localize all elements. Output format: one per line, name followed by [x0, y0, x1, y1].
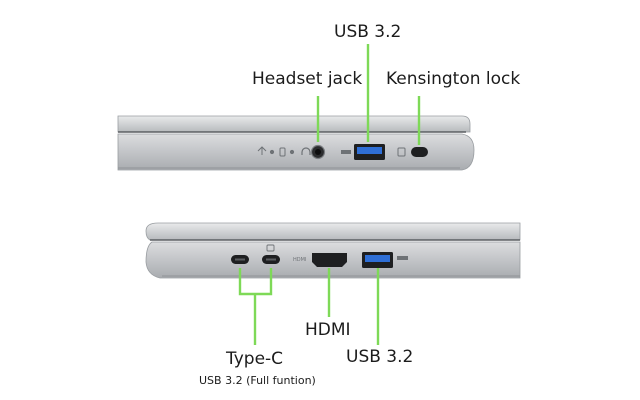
usb-c-port-2: [262, 244, 280, 264]
kensington-lock-label: Kensington lock: [386, 69, 521, 89]
usb-c-port-1: [231, 255, 249, 264]
hdmi-label: HDMI: [305, 320, 351, 340]
kensington-lock-slot: [397, 147, 428, 157]
headset-jack-label: Headset jack: [252, 69, 363, 89]
typec-label: Type-C: [226, 349, 284, 369]
usb-top-label: USB 3.2: [334, 22, 402, 42]
usb-a-port-left: [362, 252, 408, 268]
hdmi-text-icon: HDMI: [293, 257, 306, 263]
usb-bottom-label: USB 3.2: [346, 347, 414, 367]
status-led-icons: [257, 146, 295, 157]
headset-icon: [301, 147, 311, 155]
typec-sub-label: USB 3.2 (Full funtion): [199, 374, 316, 387]
usb-a-port-right: [341, 144, 385, 160]
usb-symbol-icon: [341, 150, 351, 154]
lock-icon: [397, 147, 406, 157]
callouts-bottom: [238, 268, 380, 345]
usb-symbol-icon: [397, 256, 408, 260]
laptop-right-side: [117, 115, 475, 171]
callouts-top: [316, 44, 421, 145]
laptop-left-side: [145, 222, 521, 279]
headset-jack-port: [301, 144, 326, 160]
typec-icon: [266, 244, 275, 252]
hdmi-port: HDMI: [293, 253, 347, 267]
